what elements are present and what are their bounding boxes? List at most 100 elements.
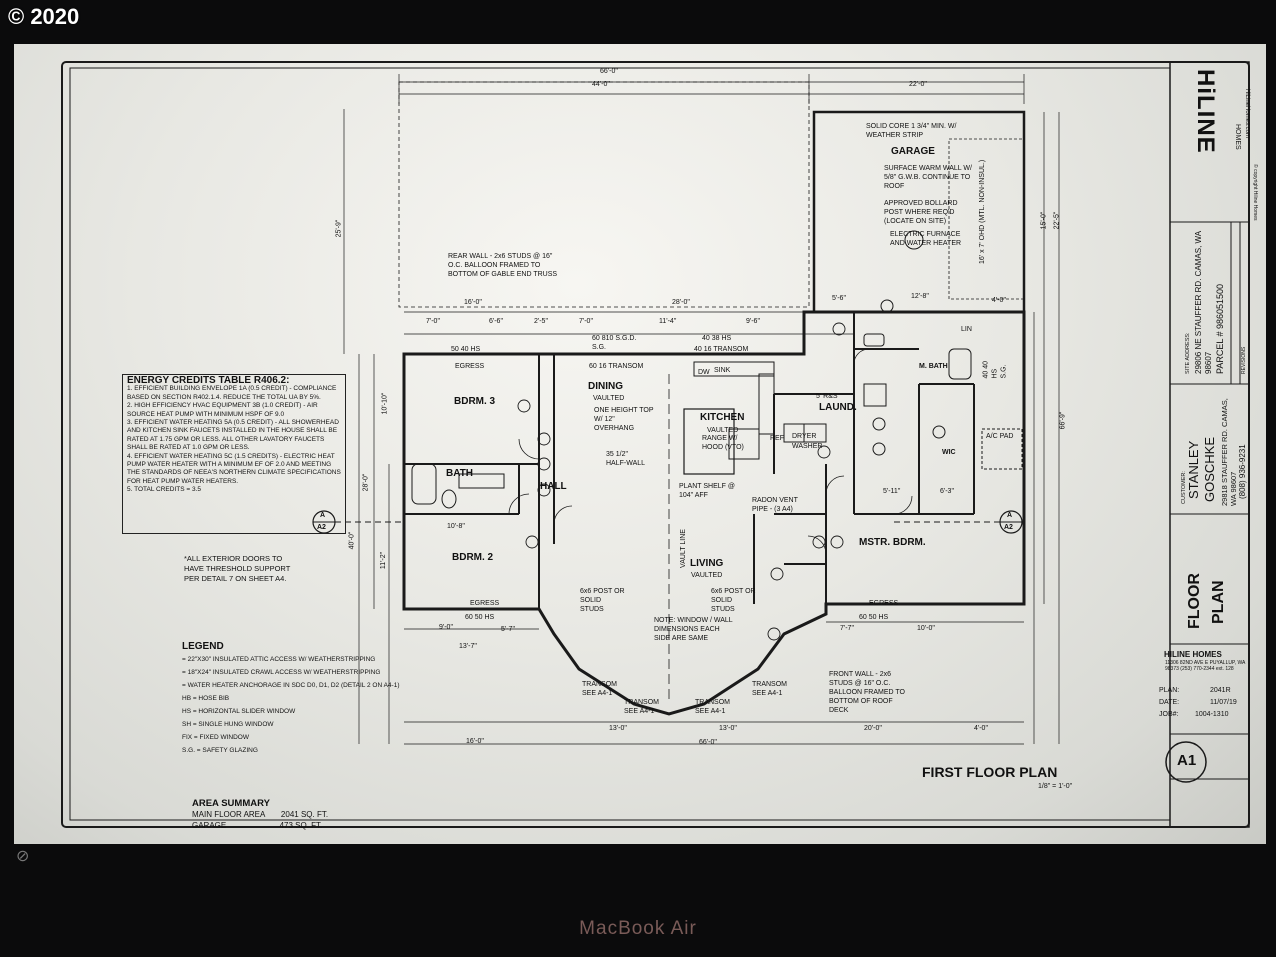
revisions-label: REVISIONS: [1241, 346, 1247, 374]
hiline-logo: HiLINE: [1192, 69, 1219, 154]
area-main-label: MAIN FLOOR AREA: [192, 810, 266, 819]
plan-scale: 1/8" = 1'-0": [1038, 783, 1073, 790]
note-window: NOTE: WINDOW / WALL DIMENSIONS EACH SIDE…: [654, 617, 733, 642]
sheet-name-2: PLAN: [1210, 580, 1227, 624]
sheet-name-1: FLOOR: [1186, 573, 1203, 629]
energy-title: ENERGY CREDITS TABLE R406.2:: [127, 375, 290, 386]
note-front-wall: FRONT WALL - 2x6 STUDS @ 16" O.C. BALLOO…: [829, 671, 905, 714]
dim-bottom-e: 4'-0": [974, 725, 988, 732]
area-title: AREA SUMMARY: [192, 798, 270, 809]
kitchen-island: [683, 408, 735, 475]
section-right-sheet: A2: [1004, 524, 1013, 531]
note-dining-transom: 60 16 TRANSOM: [589, 363, 644, 370]
dim-row-e: 11'-4": [659, 318, 677, 325]
dim-left-a: 10'-10": [381, 392, 389, 415]
note-ref: REF: [770, 435, 784, 442]
plan-title: FIRST FLOOR PLAN: [922, 764, 1058, 780]
dim-garage-a: 12'-8": [911, 293, 929, 300]
legend: LEGEND = 22"X30" INSULATED ATTIC ACCESS …: [182, 640, 400, 757]
ac-pad-label: A/C PAD: [986, 433, 1014, 440]
dim-top-right: 22'-0": [909, 81, 927, 88]
section-left-letter: A: [320, 512, 326, 519]
dim-garage-b: 5'-6": [832, 295, 846, 302]
dim-lower-b: 13'-7": [459, 643, 477, 650]
note-post-right: 6x6 POST OR SOLID STUDS: [711, 588, 756, 613]
hiline-logo-sub: HOMES: [1234, 124, 1241, 150]
room-garage: GARAGE: [891, 146, 935, 157]
legend-item-fix: FIX = FIXED WINDOW: [182, 734, 249, 741]
note-transom-b: TRANSOM SEE A4-1: [624, 699, 659, 715]
note-plant-shelf: PLANT SHELF @ 104" AFF: [679, 483, 735, 499]
dim-row-c: 2'-5": [534, 318, 548, 325]
ac-pad: [981, 428, 1023, 470]
note-vault-line: VAULT LINE: [679, 529, 687, 568]
sheet-number: A1: [1177, 752, 1197, 769]
note-bdrm3-window: 50 40 HS: [451, 346, 481, 353]
area-summary: AREA SUMMARY MAIN FLOOR AREA 2041 SQ. FT…: [192, 798, 328, 831]
energy-item-1: 1. EFFICIENT BUILDING ENVELOPE 1A (0.5 C…: [127, 385, 337, 401]
legend-item-hb: HB = HOSE BIB: [182, 695, 230, 702]
note-header: ONE HEIGHT TOP W/ 12" OVERHANG: [594, 407, 654, 432]
site-address: 29806 NE STAUFFER RD. CAMAS, WA 98607: [1194, 231, 1213, 374]
dim-left-c: 28'-0": [362, 473, 370, 492]
area-garage-value: 473 SQ. FT.: [279, 821, 323, 830]
dim-bottom-a: 16'-0": [466, 738, 484, 745]
note-sink: SINK: [714, 367, 731, 374]
note-kitchen-transom: 40 16 TRANSOM: [694, 346, 749, 353]
note-mbath-window: 40 40 HS S.G.: [982, 360, 1008, 379]
dim-row-d: 7'-0": [579, 318, 593, 325]
note-post-left: 6x6 POST OR SOLID STUDS: [580, 588, 625, 613]
house-walls: [402, 310, 1026, 716]
company-address: 11306 82ND AVE E PUYALLUP, WA 98373 (253…: [1165, 660, 1246, 672]
dim-bottom-d: 20'-0": [864, 725, 882, 732]
note-egress-c: EGRESS: [869, 600, 899, 607]
date-label: DATE:: [1159, 699, 1180, 706]
dim-right-a: 15'-0": [1040, 211, 1048, 230]
laptop-screen: GARAGE BDRM. 3 BDRM. 2 BATH HALL DINING …: [14, 44, 1266, 844]
dim-bottom-total: 66'-0": [699, 739, 717, 746]
dim-bottom-b: 13'-0": [609, 725, 627, 732]
dim-mb-b: 6'-3": [940, 488, 954, 495]
note-transom-a: TRANSOM SEE A4-1: [582, 681, 617, 697]
dim-row-a: 7'-0": [426, 318, 440, 325]
note-egress-b: EGRESS: [470, 600, 500, 607]
dim-mid-a: 16'-0": [464, 299, 482, 306]
note-range: RANGE W/ HOOD (VTO): [702, 435, 744, 451]
room-bath: BATH: [446, 468, 474, 479]
sheet-number-circle: [1165, 741, 1207, 783]
note-egress-a: EGRESS: [455, 363, 485, 370]
section-mark-right: [894, 510, 1023, 534]
parcel-number: PARCEL # 986051500: [1215, 283, 1225, 374]
legend-item-sh: SH = SINGLE HUNG WINDOW: [182, 721, 274, 728]
date-value: 11/07/19: [1210, 699, 1237, 706]
room-hall: HALL: [540, 481, 567, 492]
copyright-watermark: © 2020: [8, 4, 80, 29]
note-half-wall: 35 1/2" HALF-WALL: [606, 451, 646, 467]
energy-item-4: 4. EFFICIENT WATER HEATING 5C (1.5 CREDI…: [127, 452, 341, 485]
room-lin: LIN: [961, 326, 972, 333]
note-furnace: ELECTRIC FURNACE AND WATER HEATER: [890, 231, 962, 247]
note-dining-window: 60 810 S.G.D. S.G.: [592, 335, 637, 351]
customer-phone: (808) 936-9231: [1238, 444, 1247, 499]
note-rs: 5' R&S: [816, 393, 838, 400]
area-main-value: 2041 SQ. FT.: [280, 810, 329, 819]
legend-item-crawl: = 18"X24" INSULATED CRAWL ACCESS W/ WEAT…: [182, 669, 381, 676]
area-garage-label: GARAGE: [192, 821, 227, 830]
room-living-sub: VAULTED: [691, 572, 723, 579]
note-washer: WASHER: [792, 443, 823, 450]
room-dining: DINING: [588, 381, 623, 392]
room-bdrm2: BDRM. 2: [452, 552, 494, 563]
legend-title: LEGEND: [182, 641, 224, 652]
dim-top-left: 44'-0": [592, 81, 610, 88]
note-garage-wall: SURFACE WARM WALL W/ 5/8" G.W.B. CONTINU…: [884, 165, 972, 190]
room-mstr-bdrm: MSTR. BDRM.: [859, 537, 926, 548]
dim-lower-d: 7'-7": [840, 625, 854, 632]
hiline-copyright: © copyright Hiline Homes: [1252, 164, 1258, 221]
energy-item-2: 2. HIGH EFFICIENCY HVAC EQUIPMENT 3B (1.…: [127, 402, 318, 418]
customer-name-2: GOSCHKE: [1202, 436, 1217, 502]
job-label: JOB#:: [1159, 711, 1179, 718]
note-bdrm2-window: 60 50 HS: [465, 614, 495, 621]
dim-left-b: 11'-2": [380, 551, 388, 570]
dim-left-d: 40'-0": [348, 531, 356, 550]
section-right-letter: A: [1007, 512, 1013, 519]
